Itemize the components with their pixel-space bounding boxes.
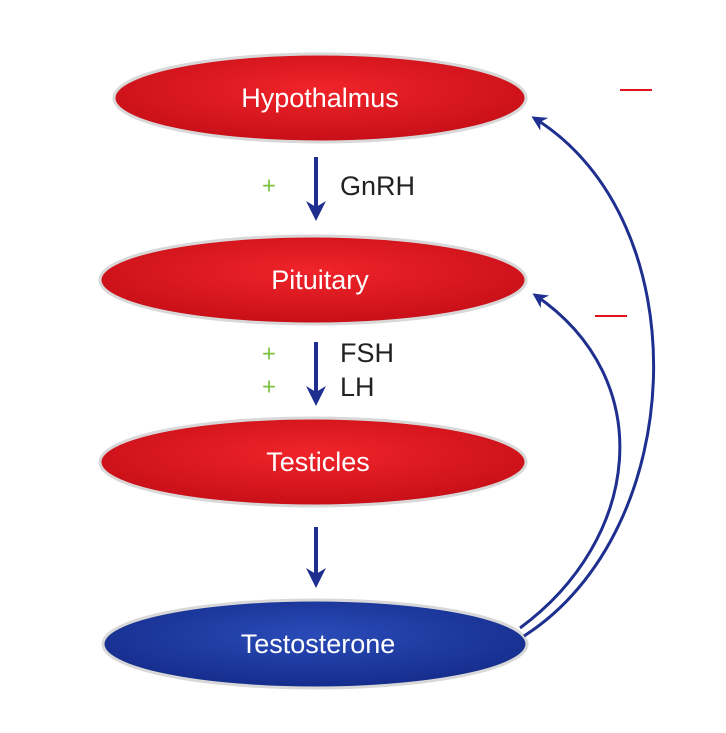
feedback-arrow-to-hypothalamus bbox=[523, 116, 656, 638]
testicles-label: Testicles bbox=[266, 447, 370, 477]
gnrh-label: GnRH bbox=[340, 171, 415, 201]
pituitary-label: Pituitary bbox=[271, 265, 369, 295]
hypothalamus-node: Hypothalmus bbox=[112, 52, 528, 144]
feedback-arrow-to-pituitary bbox=[519, 293, 622, 630]
positive-sign-fsh: + bbox=[262, 341, 276, 368]
positive-sign-gnrh: + bbox=[262, 173, 276, 200]
testosterone-node: Testosterone bbox=[101, 598, 529, 690]
fsh-label: FSH bbox=[340, 338, 394, 368]
testosterone-label: Testosterone bbox=[241, 629, 396, 659]
lh-label: LH bbox=[340, 372, 375, 402]
hypothalamus-label: Hypothalmus bbox=[241, 83, 399, 113]
positive-sign-lh: + bbox=[262, 374, 276, 401]
pituitary-node: Pituitary bbox=[98, 234, 528, 326]
testicles-node: Testicles bbox=[98, 416, 528, 508]
